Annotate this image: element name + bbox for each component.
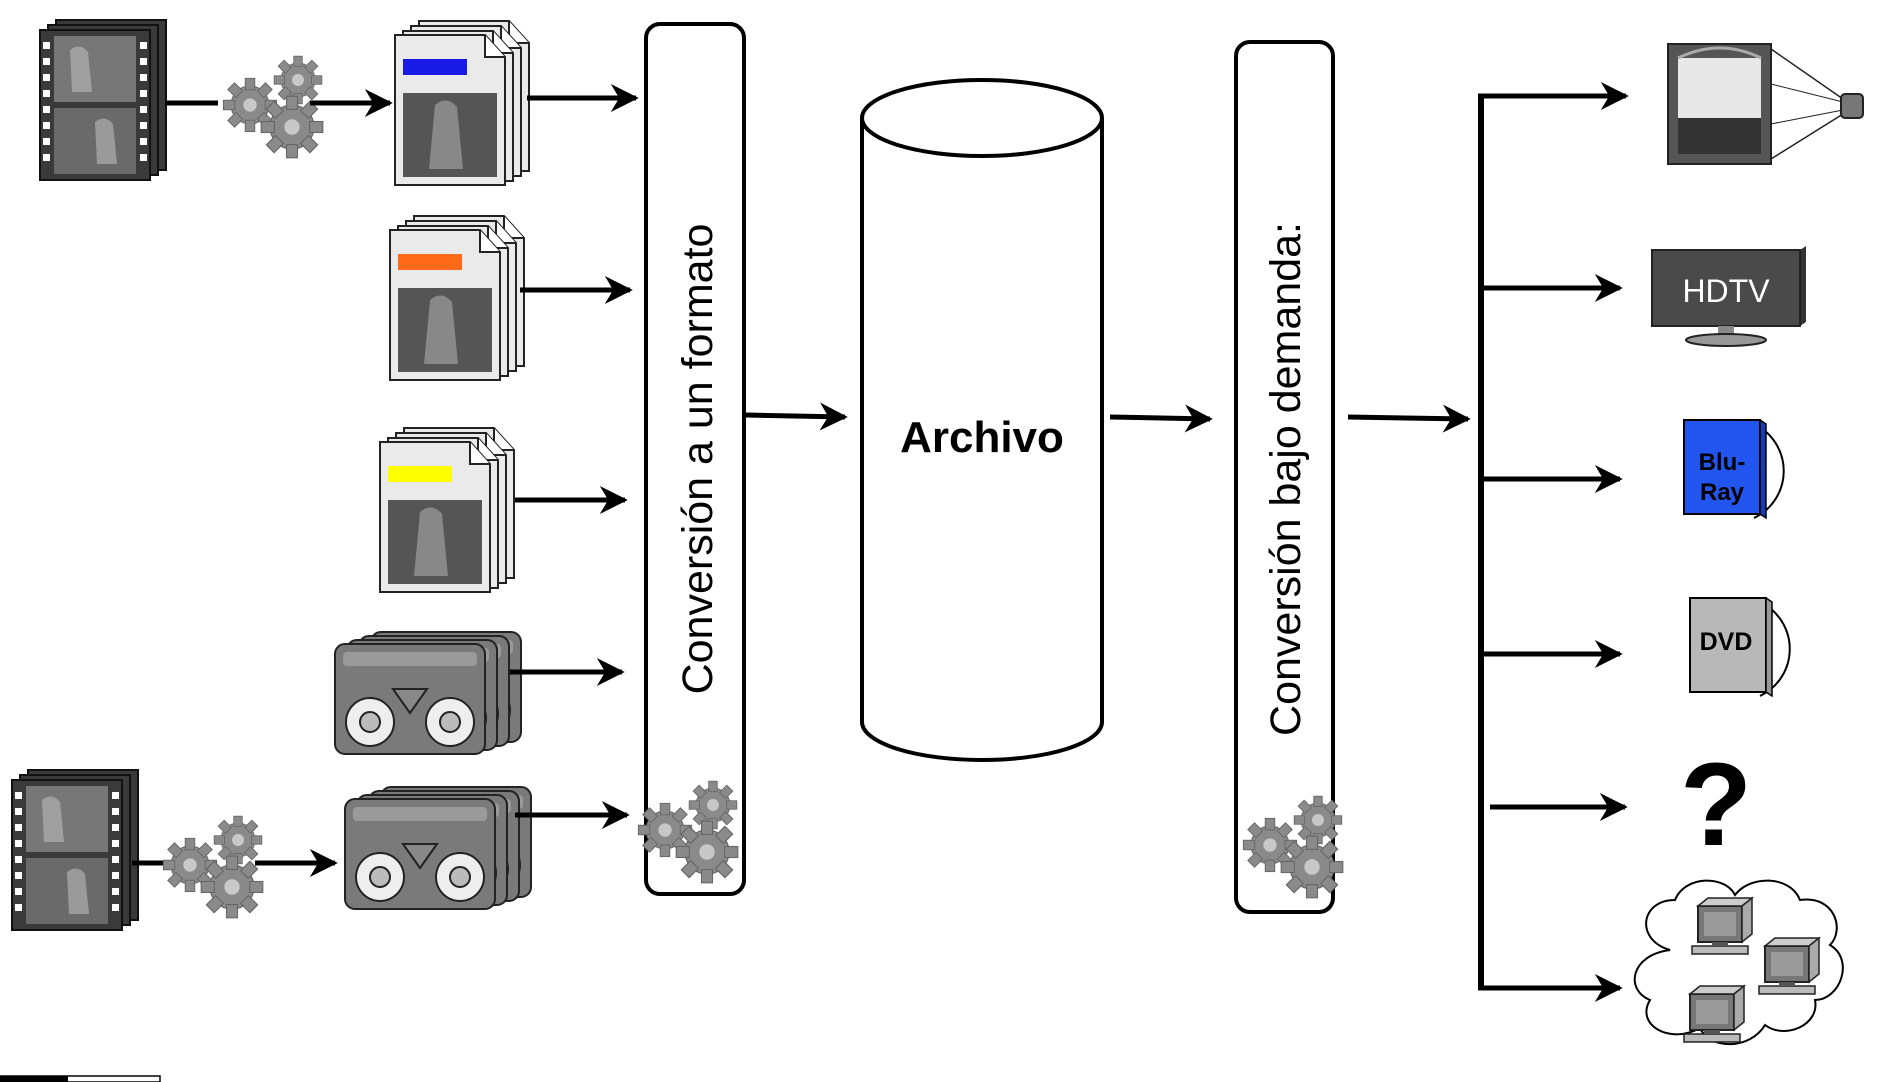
tape-cassette-icon [334, 631, 522, 755]
file-stack-icon [394, 20, 530, 186]
film-strip-icon [12, 770, 138, 930]
bluray-label-line2: Ray [1700, 479, 1745, 506]
tape-cassette-icon [344, 786, 532, 910]
hdtv-label: HDTV [1682, 273, 1770, 309]
cloud-network-icon [1633, 879, 1844, 1046]
bluray-label-line1: Blu- [1699, 449, 1746, 476]
computer-icon [1683, 985, 1745, 1043]
ondemand-conversion-box [1234, 40, 1335, 914]
cinema-projector-icon [1667, 43, 1864, 165]
arrow-from-archive [1109, 404, 1213, 433]
ingest-conversion-box [644, 22, 746, 896]
ingest-conversion-label: Conversión a un formato [674, 224, 722, 695]
archive-cylinder [860, 78, 1104, 762]
dvd-label: DVD [1700, 628, 1753, 656]
archive-label: Archivo [900, 413, 1064, 462]
gears-icon [223, 56, 322, 158]
arrow-to-archive [745, 402, 848, 431]
disc-case-icon [1683, 418, 1785, 520]
file-stack-icon [389, 215, 525, 381]
ondemand-conversion-label: Conversión bajo demanda: [1262, 222, 1310, 736]
computer-icon [1758, 937, 1820, 995]
corner-mark [0, 1075, 161, 1082]
unknown-output-label: ? [1680, 739, 1752, 871]
gears-icon [163, 816, 262, 918]
tv-icon [1651, 246, 1806, 347]
computer-icon [1691, 897, 1753, 955]
file-stack-icon [379, 427, 515, 593]
film-strip-icon [40, 20, 166, 180]
disc-case-icon [1689, 596, 1791, 698]
arrow-to-distribution [1347, 404, 1471, 433]
